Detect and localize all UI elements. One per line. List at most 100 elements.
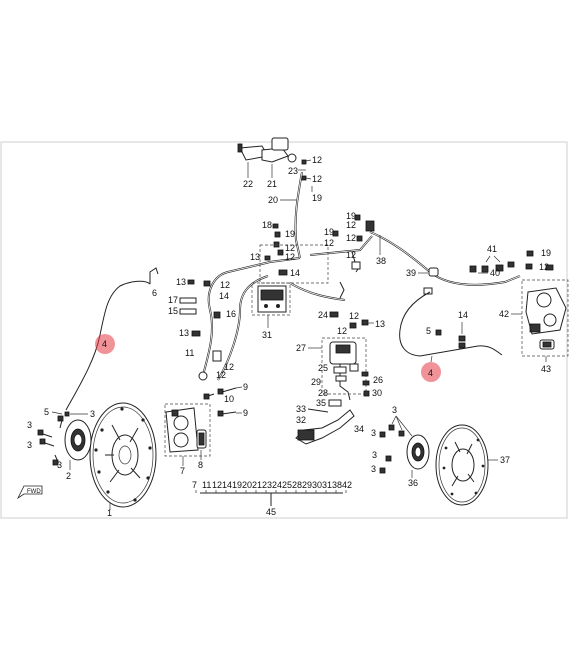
caliper-bolts [203, 387, 237, 417]
callout-4-a: 4 [102, 339, 107, 349]
callout-33: 33 [296, 404, 306, 414]
master-cylinder-hose [294, 171, 303, 259]
callout-22: 22 [243, 179, 253, 189]
kit-number-item: 42 [342, 480, 352, 490]
callout-24: 24 [318, 310, 328, 320]
brake-kit-bracket: 45 [200, 492, 343, 517]
callout-3-f: 3 [371, 428, 376, 438]
callout-28: 28 [318, 388, 328, 398]
callout-14-a: 14 [290, 268, 300, 278]
callout-3-b: 3 [27, 440, 32, 450]
fwd-label: FWD [27, 489, 41, 495]
kit-number-item: 38 [332, 480, 342, 490]
callout-18: 18 [262, 220, 272, 230]
callout-19-b: 19 [285, 229, 295, 239]
callout-39: 39 [406, 268, 416, 278]
callout-12-c: 12 [285, 243, 295, 253]
callout-12-n: 12 [539, 262, 549, 272]
kit-number-item: 21 [252, 480, 262, 490]
rear-caliper [525, 287, 567, 335]
callout-23: 23 [288, 166, 298, 176]
callout-12-d: 12 [285, 252, 295, 262]
callout-16: 16 [226, 309, 236, 319]
kit-number-item: 12 [212, 480, 222, 490]
callout-25: 25 [318, 363, 328, 373]
front-caliper [165, 407, 199, 453]
forward-direction-arrow: FWD [16, 485, 43, 500]
callout-5-a: 5 [44, 407, 49, 417]
callout-42: 42 [499, 309, 509, 319]
callout-14-b: 14 [219, 291, 229, 301]
callout-9-b: 9 [243, 408, 248, 418]
front-master-cylinder [237, 137, 297, 163]
callout-12-e: 12 [324, 238, 334, 248]
front-brake-hose [202, 257, 301, 381]
callout-13-c: 13 [179, 328, 189, 338]
kit-number-item: 11 [202, 480, 211, 490]
rear-brake-pads [539, 339, 555, 350]
callout-19-e: 19 [541, 248, 551, 258]
callout-13-b: 13 [176, 277, 186, 287]
kit-number-item: 14 [222, 480, 232, 490]
kit-number-item: 29 [302, 480, 312, 490]
callout-12-l: 12 [337, 326, 347, 336]
callout-20: 20 [268, 195, 278, 205]
callout-9-a: 9 [243, 382, 248, 392]
callout-3-g: 3 [372, 450, 377, 460]
callout-14-c: 14 [458, 310, 468, 320]
callout-43: 43 [541, 364, 551, 374]
highlight-marker-rear [421, 362, 441, 382]
callout-3-c: 3 [57, 460, 62, 470]
callout-19-c: 19 [324, 227, 334, 237]
kit-number-item: 7 [192, 480, 197, 490]
kit-number-item: 30 [312, 480, 322, 490]
callout-2: 2 [66, 471, 71, 481]
callout-11: 11 [185, 348, 194, 358]
callout-32: 32 [296, 415, 306, 425]
callout-19-d: 19 [346, 211, 356, 221]
kit-number-item: 28 [292, 480, 302, 490]
callout-5-b: 5 [426, 326, 431, 336]
callout-3-e: 3 [392, 405, 397, 415]
kit-number-item: 19 [232, 480, 242, 490]
callout-12-g: 12 [346, 233, 356, 243]
front-brake-disc [89, 402, 157, 508]
callout-19-a: 19 [312, 193, 322, 203]
callout-26: 26 [373, 375, 383, 385]
front-sensor-connector [149, 267, 159, 284]
callout-34: 34 [354, 424, 364, 434]
callout-13-d: 13 [375, 319, 385, 329]
highlight-marker-front [95, 334, 115, 354]
callout-30: 30 [372, 388, 382, 398]
rear-brake-disc [435, 424, 489, 506]
callout-10: 10 [224, 394, 234, 404]
rear-disc-carrier [406, 434, 430, 470]
callout-12-b: 12 [312, 174, 322, 184]
kit-number-item: 31 [322, 480, 332, 490]
front-disc-carrier [64, 419, 92, 461]
callout-3-h: 3 [371, 464, 376, 474]
kit-number-item: 25 [282, 480, 292, 490]
abs-modulator [251, 282, 291, 316]
callout-12-f: 12 [346, 220, 356, 230]
caliper-group-box [164, 403, 211, 457]
callout-12-a: 12 [312, 155, 322, 165]
rear-master-cylinder [329, 341, 359, 401]
kit-label: 45 [266, 507, 276, 517]
callout-35: 35 [316, 398, 326, 408]
callout-8: 8 [198, 460, 203, 470]
callout-12-h: 12 [346, 250, 356, 260]
callout-12-i: 12 [220, 280, 230, 290]
front-disc-bolts [37, 411, 70, 466]
callout-12-j: 12 [224, 362, 234, 372]
callout-40: 40 [490, 268, 500, 278]
callout-15: 15 [168, 306, 178, 316]
callout-3-d: 3 [90, 409, 95, 419]
rear-sensor-cable [399, 291, 503, 357]
callout-21: 21 [267, 179, 277, 189]
callout-12-m: 12 [349, 311, 359, 321]
kit-number-item: 20 [242, 480, 252, 490]
